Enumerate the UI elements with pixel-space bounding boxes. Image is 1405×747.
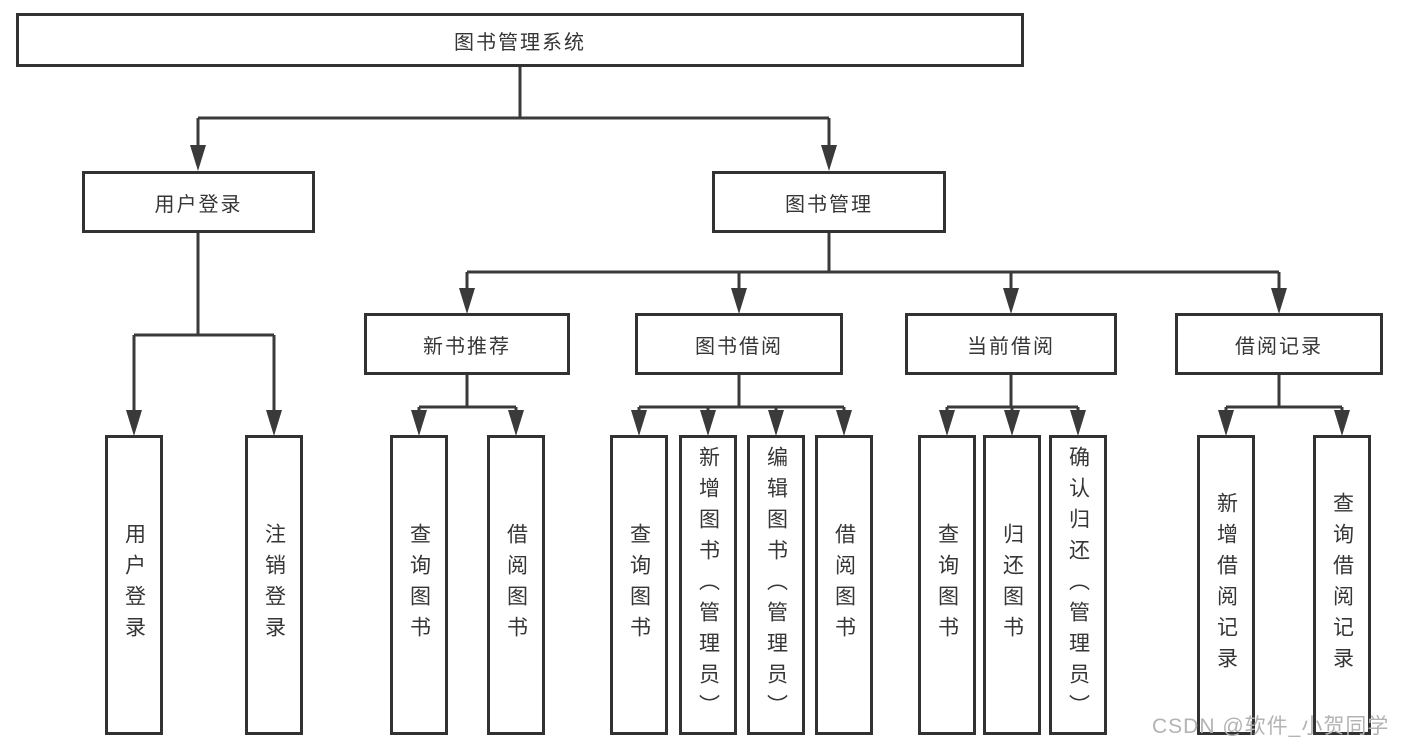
arrowhead bbox=[459, 288, 475, 314]
arrowhead bbox=[768, 410, 784, 436]
node-book-management: 图书管理 bbox=[712, 171, 946, 233]
connector-bookmgmt-to-level3 bbox=[465, 233, 1281, 292]
arrowhead bbox=[939, 410, 955, 436]
leaf-query-books-current: 查询图书 bbox=[918, 435, 976, 735]
arrowhead bbox=[700, 410, 716, 436]
arrowhead bbox=[821, 145, 837, 171]
arrowhead bbox=[1218, 410, 1234, 436]
connector-root-to-level2 bbox=[196, 67, 831, 150]
leaf-return-books: 归还图书 bbox=[983, 435, 1041, 735]
arrowhead bbox=[731, 288, 747, 314]
arrowhead bbox=[266, 410, 282, 436]
arrowhead bbox=[126, 410, 142, 436]
leaf-confirm-return-admin: 确认归还（管理员） bbox=[1049, 435, 1107, 735]
csdn-watermark: CSDN @软件_小贺同学 bbox=[1152, 715, 1390, 738]
leaf-edit-books-admin: 编辑图书（管理员） bbox=[747, 435, 805, 735]
node-root-system: 图书管理系统 bbox=[16, 13, 1024, 67]
leaf-borrow-books-newbooks: 借阅图书 bbox=[487, 435, 545, 735]
arrowhead bbox=[836, 410, 852, 436]
arrowhead bbox=[1003, 288, 1019, 314]
node-current-borrow: 当前借阅 bbox=[905, 313, 1117, 375]
leaf-query-books-newbooks: 查询图书 bbox=[390, 435, 448, 735]
arrowhead bbox=[631, 410, 647, 436]
leaf-query-books-borrow: 查询图书 bbox=[610, 435, 668, 735]
arrowhead bbox=[508, 410, 524, 436]
node-book-borrow: 图书借阅 bbox=[635, 313, 843, 375]
arrowhead bbox=[1004, 410, 1020, 436]
arrowhead bbox=[1070, 410, 1086, 436]
connector-bookborrow-to-leaves bbox=[637, 375, 846, 414]
arrowhead bbox=[411, 410, 427, 436]
arrowhead bbox=[190, 145, 206, 171]
connector-curborrow-to-leaves bbox=[945, 375, 1080, 414]
arrowhead bbox=[1334, 410, 1350, 436]
leaf-query-borrow-record: 查询借阅记录 bbox=[1313, 435, 1371, 735]
leaf-add-borrow-record: 新增借阅记录 bbox=[1197, 435, 1255, 735]
node-user-login: 用户登录 bbox=[82, 171, 315, 233]
leaf-add-books-admin: 新增图书（管理员） bbox=[679, 435, 737, 735]
connector-records-to-leaves bbox=[1224, 375, 1344, 414]
leaf-logout: 注销登录 bbox=[245, 435, 303, 735]
arrowhead bbox=[1271, 288, 1287, 314]
connector-newbooks-to-leaves bbox=[417, 375, 518, 414]
connector-userlogin-to-leaves bbox=[132, 233, 276, 414]
leaf-borrow-books: 借阅图书 bbox=[815, 435, 873, 735]
node-new-book-recommend: 新书推荐 bbox=[364, 313, 570, 375]
node-borrow-records: 借阅记录 bbox=[1175, 313, 1383, 375]
leaf-user-login: 用户登录 bbox=[105, 435, 163, 735]
